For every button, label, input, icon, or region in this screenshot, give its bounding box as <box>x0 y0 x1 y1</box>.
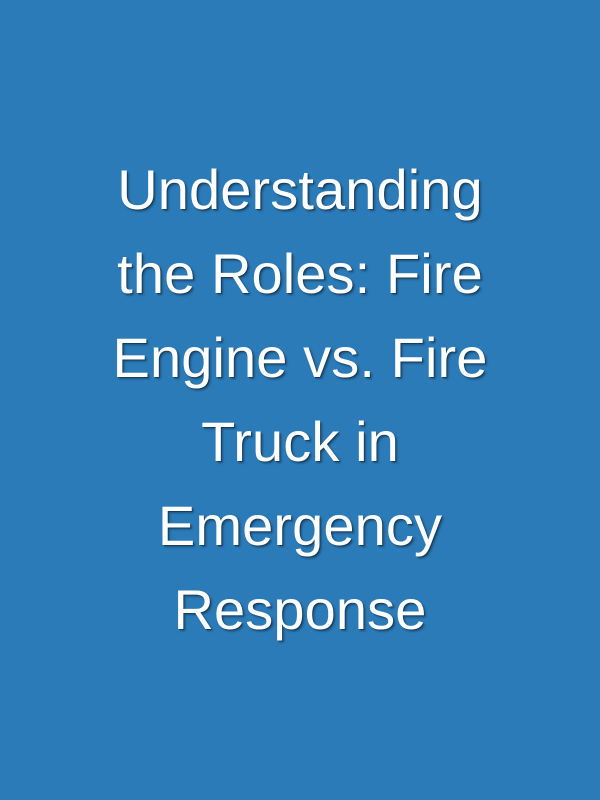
title-line-5: Emergency <box>157 494 443 557</box>
title-line-3: Engine vs. Fire <box>112 326 488 389</box>
title-line-2: the Roles: Fire <box>117 242 483 305</box>
title-line-1: Understanding <box>117 158 483 221</box>
cover-title: Understanding the Roles: Fire Engine vs.… <box>20 148 580 652</box>
title-line-4: Truck in <box>201 410 399 473</box>
title-line-6: Response <box>173 578 427 641</box>
